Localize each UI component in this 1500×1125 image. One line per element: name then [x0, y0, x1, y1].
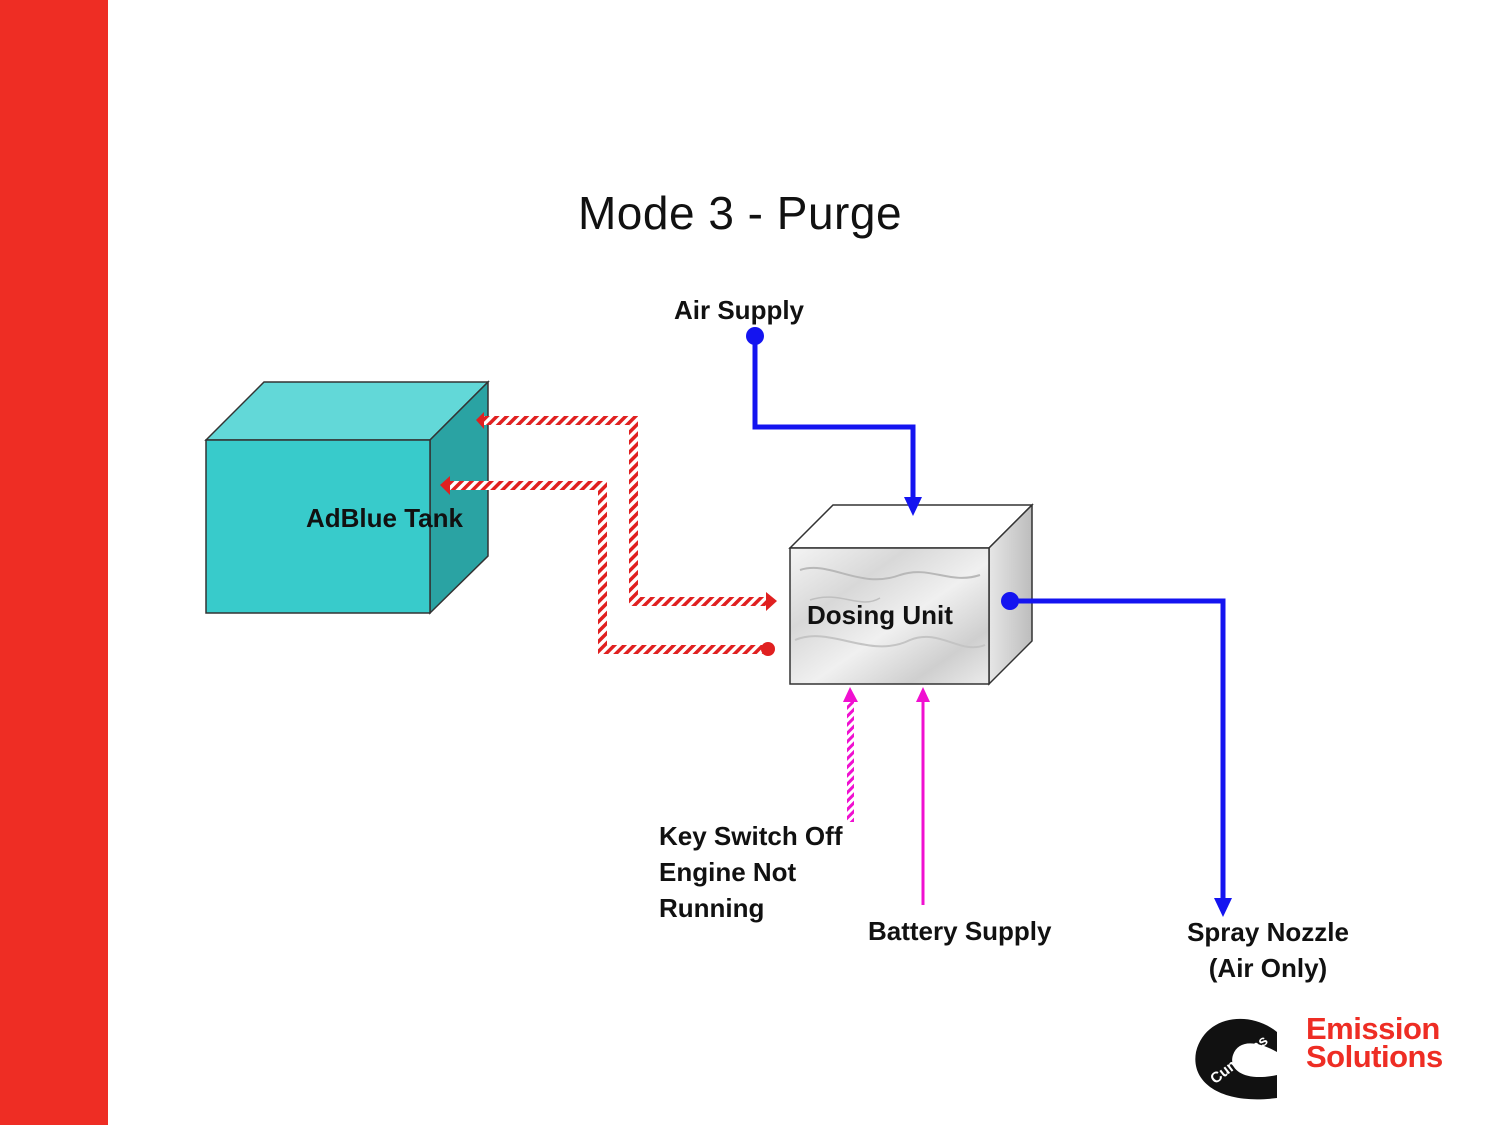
- key-switch-label-line-3: Running: [659, 893, 765, 923]
- battery-supply-line: [916, 687, 930, 905]
- fluid-line-lower-arrow: [440, 476, 450, 495]
- spray-nozzle-line: [1001, 592, 1232, 917]
- tank-label: AdBlue Tank: [306, 503, 463, 533]
- fluid-line-upper-vertical: [629, 416, 638, 606]
- tank-front-face: [205, 439, 431, 614]
- dosing-unit: [788, 503, 1034, 686]
- air-supply-label: Air Supply: [674, 295, 805, 325]
- fluid-line-upper-lower-horizontal: [629, 597, 769, 606]
- page-title: Mode 3 - Purge: [577, 187, 903, 239]
- spray-nozzle-label-line-2: (Air Only): [1208, 953, 1328, 983]
- fluid-line-lower-lower-horizontal: [598, 645, 766, 654]
- battery-supply-label: Battery Supply: [868, 916, 1052, 946]
- dosing-unit-label: Dosing Unit: [807, 600, 953, 630]
- brand-name-line-1: Emission: [1306, 1011, 1440, 1046]
- key-switch-label-line-1: Key Switch Off: [659, 821, 843, 851]
- spray-nozzle-label: Spray Nozzle (Air Only): [1175, 914, 1361, 986]
- key-switch-signal-line: [843, 687, 858, 822]
- fluid-line-upper-end-arrow: [766, 592, 777, 611]
- fluid-line-lower-horizontal: [450, 481, 605, 490]
- fluid-line-upper-arrow: [476, 412, 484, 429]
- dosing-unit-front-face: [789, 547, 990, 685]
- fluid-lines: [440, 412, 777, 656]
- key-switch-label: Key Switch Off Engine Not Running: [659, 818, 842, 926]
- key-switch-label-line-2: Engine Not: [659, 857, 797, 887]
- air-supply-line: [746, 327, 922, 516]
- brand-side-bar: [0, 0, 108, 1125]
- brand-name: Emission Solutions: [1306, 1011, 1443, 1074]
- cummins-logo-icon: Cummins: [1195, 1018, 1277, 1100]
- spray-nozzle-label-line-1: Spray Nozzle: [1187, 917, 1349, 947]
- fluid-line-lower-end-dot: [761, 642, 775, 656]
- adblue-tank: [204, 380, 490, 615]
- fluid-line-lower-vertical: [598, 481, 607, 654]
- fluid-line-upper-horizontal: [484, 416, 634, 425]
- brand-name-line-2: Solutions: [1306, 1039, 1443, 1074]
